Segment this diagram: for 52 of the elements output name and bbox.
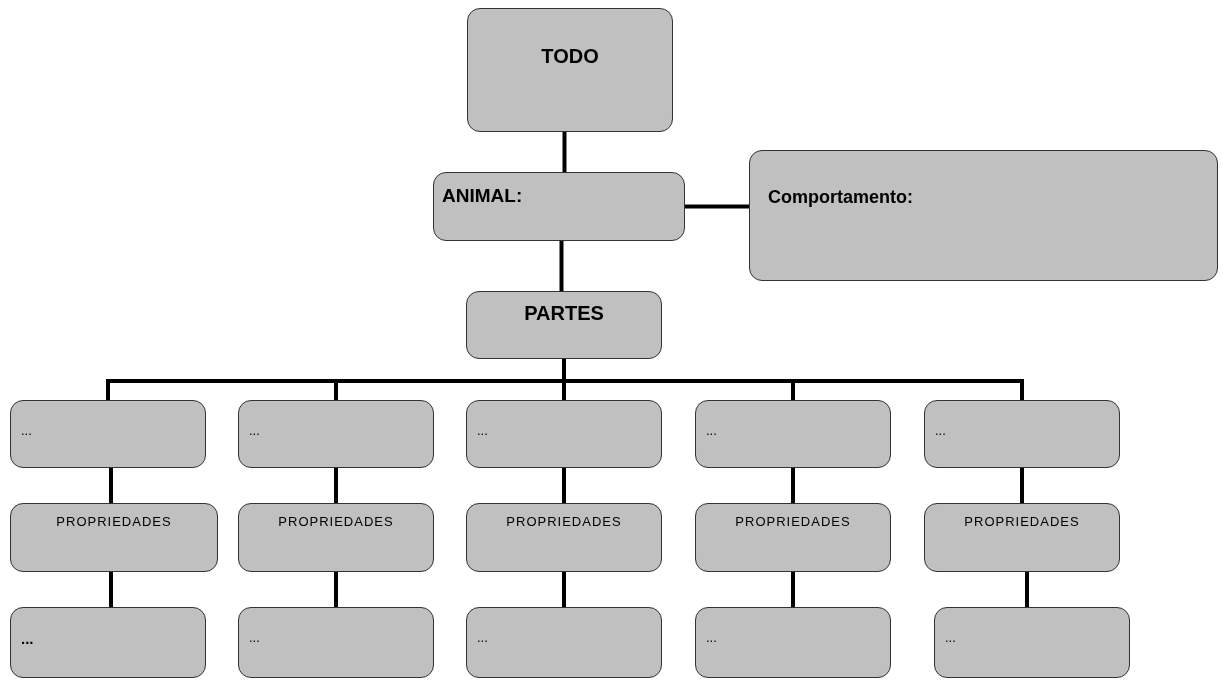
connector-line bbox=[562, 468, 566, 503]
rounded-box bbox=[466, 400, 662, 468]
connector-line bbox=[685, 204, 749, 209]
box-label: PROPRIEDADES bbox=[964, 514, 1080, 529]
connector-line bbox=[562, 572, 566, 607]
box-label: ... bbox=[945, 630, 956, 645]
rounded-box bbox=[695, 607, 891, 678]
box-label: TODO bbox=[541, 45, 599, 68]
box-label: ... bbox=[706, 423, 717, 438]
connector-line bbox=[1025, 572, 1029, 607]
rounded-box bbox=[433, 172, 685, 241]
box-label: PARTES bbox=[524, 302, 604, 325]
box-label: PROPRIEDADES bbox=[735, 514, 851, 529]
box-label: Comportamento: bbox=[768, 187, 913, 208]
rounded-box bbox=[924, 503, 1120, 572]
box-label: PROPRIEDADES bbox=[278, 514, 394, 529]
connector-line bbox=[109, 572, 113, 607]
rounded-box bbox=[695, 400, 891, 468]
rounded-box bbox=[466, 291, 662, 359]
connector-line bbox=[1020, 468, 1024, 503]
box-label: PROPRIEDADES bbox=[56, 514, 172, 529]
connector-line bbox=[562, 132, 567, 172]
box-label: ... bbox=[477, 423, 488, 438]
box-label: ... bbox=[21, 630, 34, 647]
connector-line bbox=[562, 359, 1024, 400]
rounded-box bbox=[467, 8, 673, 132]
box-label: ... bbox=[21, 423, 32, 438]
rounded-box bbox=[10, 503, 218, 572]
rounded-box bbox=[10, 400, 206, 468]
connector-line bbox=[791, 572, 795, 607]
rounded-box bbox=[749, 150, 1218, 281]
rounded-box bbox=[466, 607, 662, 678]
connector-line bbox=[334, 468, 338, 503]
rounded-box bbox=[238, 400, 434, 468]
box-label: ANIMAL: bbox=[442, 185, 523, 207]
box-label: ... bbox=[249, 630, 260, 645]
connector-line bbox=[334, 572, 338, 607]
rounded-box bbox=[10, 607, 206, 678]
rounded-box bbox=[934, 607, 1130, 678]
rounded-box bbox=[924, 400, 1120, 468]
rounded-box bbox=[695, 503, 891, 572]
box-label: ... bbox=[706, 630, 717, 645]
rounded-box bbox=[238, 607, 434, 678]
box-label: PROPRIEDADES bbox=[506, 514, 622, 529]
box-label: ... bbox=[249, 423, 260, 438]
connector-line bbox=[559, 241, 564, 291]
box-label: ... bbox=[477, 630, 488, 645]
rounded-box bbox=[238, 503, 434, 572]
rounded-box bbox=[466, 503, 662, 572]
connector-line bbox=[109, 468, 113, 503]
box-label: ... bbox=[935, 423, 946, 438]
connector-line bbox=[791, 468, 795, 503]
